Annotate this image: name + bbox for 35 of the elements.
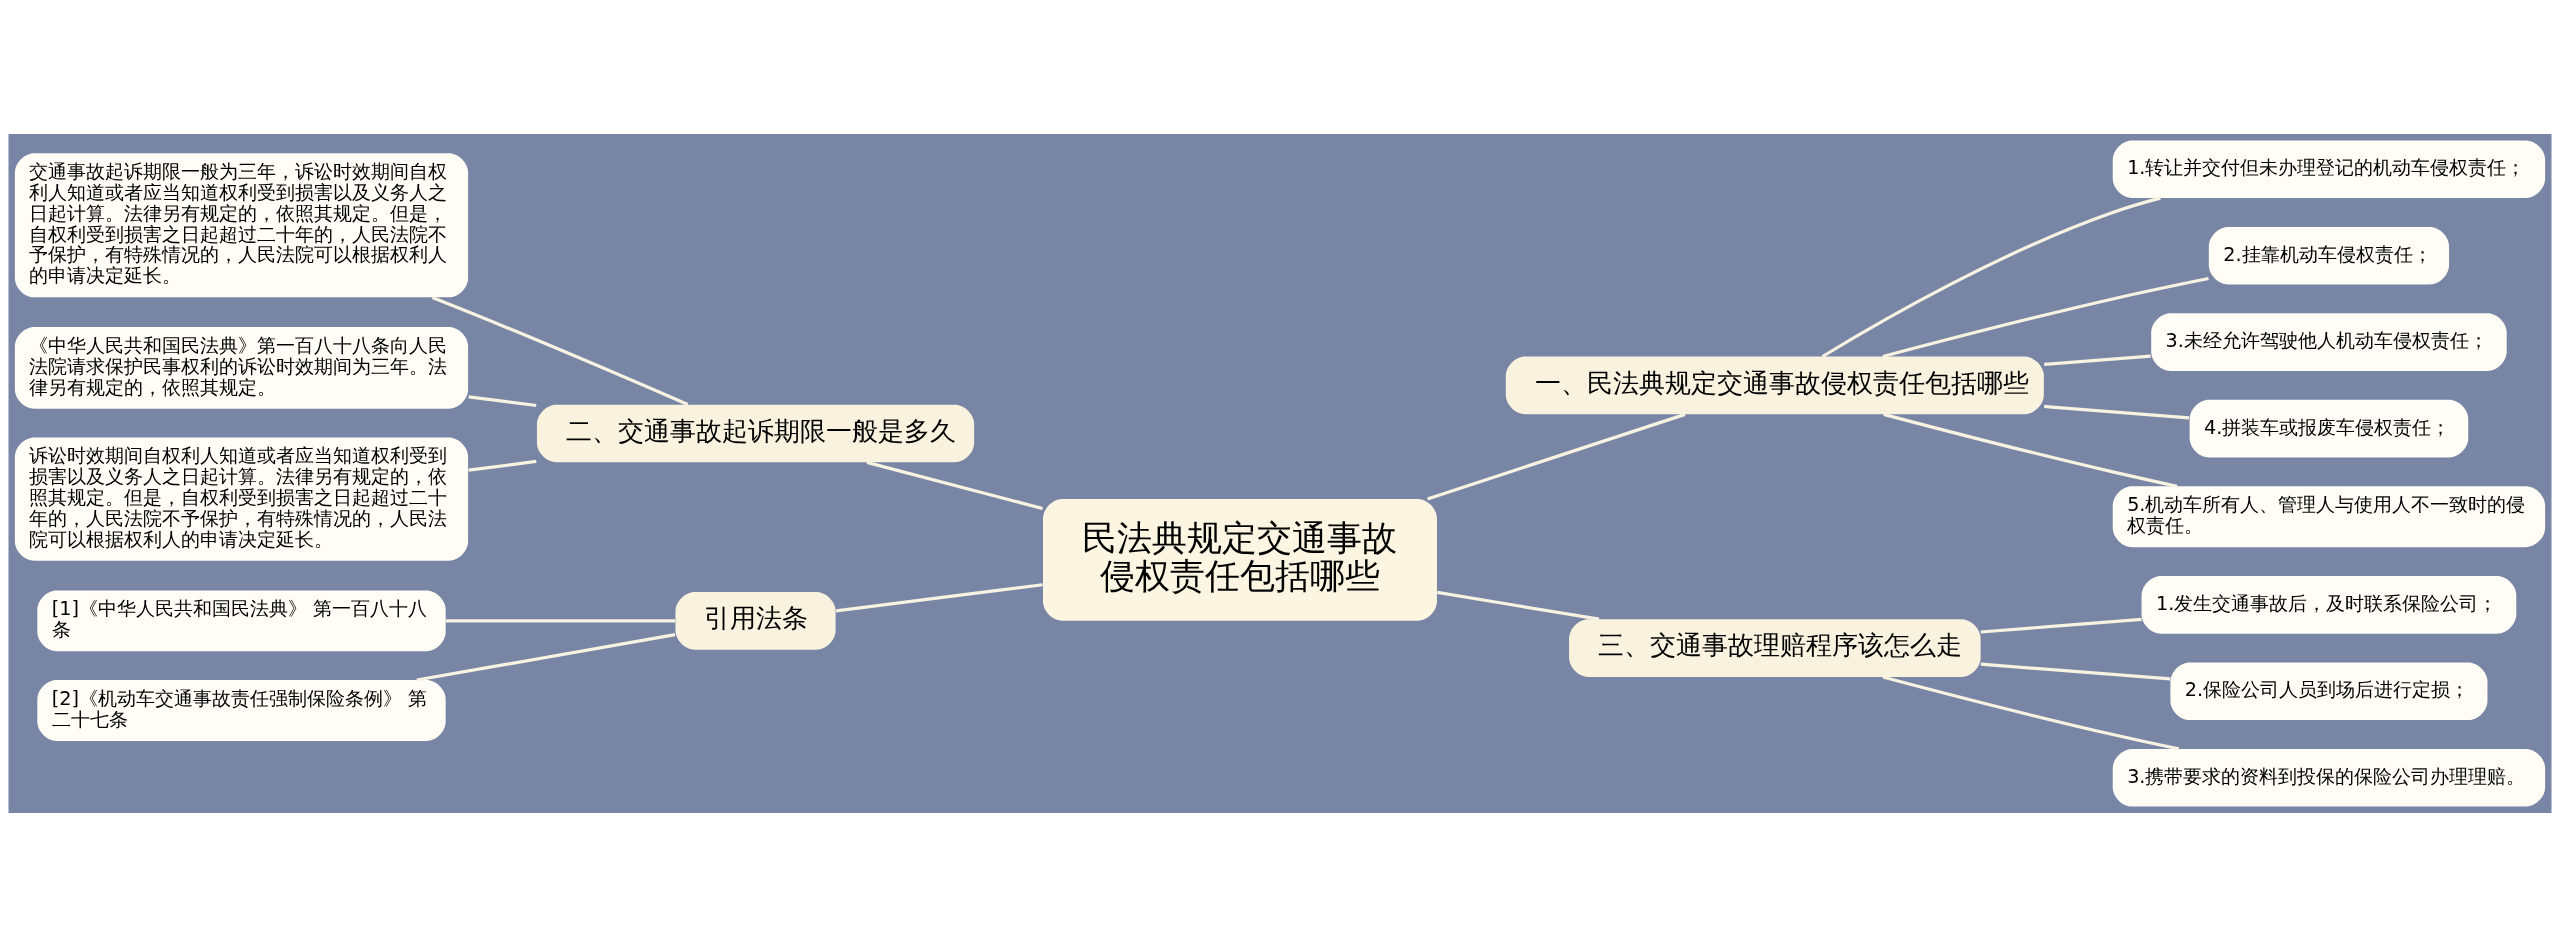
node-box: 交通事故起诉期限一般为三年，诉讼时效期间自权利人知道或者应当知道权利受到损害以及义务人之日起计算。法律另有规定的，依照其规定。但是，自权利受到损害之日起超过二十年的，人民法院不予保护，有特殊情况的，人民法院可以根据权利人的申请决定延长。 [14,152,469,297]
connector [1437,590,1600,621]
connector [1883,412,2178,488]
node-box: 《中华人民共和国民法典》第一百八十八条向人民法院请求保护民事权利的诉讼时效期间为三年。法律另有规定的，依照其规定。 [14,326,469,409]
connector [1821,196,2161,358]
connector [1980,662,2171,681]
node-box: [1]《中华人民共和国民法典》 第一百八十八条 [37,589,446,651]
node-box: [2]《机动车交通事故责任强制保险条例》 第二十七条 [37,679,446,741]
node-box: 引用法条 [675,591,836,650]
node-box: 5.机动车所有人、管理人与使用人不一致时的侵权责任。 [2112,485,2546,547]
node-box: 2.保险公司人员到场后进行定损； [2170,661,2488,720]
connector [1980,617,2142,634]
connector [1882,276,2209,358]
connector [2044,353,2151,366]
node-box: 民法典规定交通事故侵权责任包括哪些 [1043,498,1437,621]
connector [445,618,676,622]
connector [1427,412,1686,500]
node-box: 1.转让并交付但未办理登记的机动车侵权责任； [2112,139,2546,198]
connector [835,582,1043,612]
node-box: 二、交通事故起诉期限一般是多久 [536,404,975,462]
connector [866,460,1043,510]
node-box: 3.未经允许驾驶他人机动车侵权责任； [2151,312,2507,371]
connector [468,394,537,407]
connector [1882,674,2180,750]
node-box: 一、民法典规定交通事故侵权责任包括哪些 [1505,356,2044,414]
node-box: 4.拼装车或报废车侵权责任； [2189,399,2469,457]
connector [2044,404,2190,419]
node-box: 2.挂靠机动车侵权责任； [2208,226,2450,285]
node-box: 3.携带要求的资料到投保的保险公司办理理赔。 [2112,748,2546,807]
connector [416,632,676,682]
node-box: 1.发生交通事故后，及时联系保险公司； [2141,575,2517,634]
node-box: 三、交通事故理赔程序该怎么走 [1569,618,1981,677]
connector [468,459,537,472]
connector [431,295,689,406]
node-box: 诉讼时效期间自权利人知道或者应当知道权利受到损害以及义务人之日起计算。法律另有规定的，依照其规定。但是，自权利受到损害之日起超过二十年的，人民法院不予保护，有特殊情况的，人民法院可以根据权利人的申请决定延长。 [14,436,469,561]
